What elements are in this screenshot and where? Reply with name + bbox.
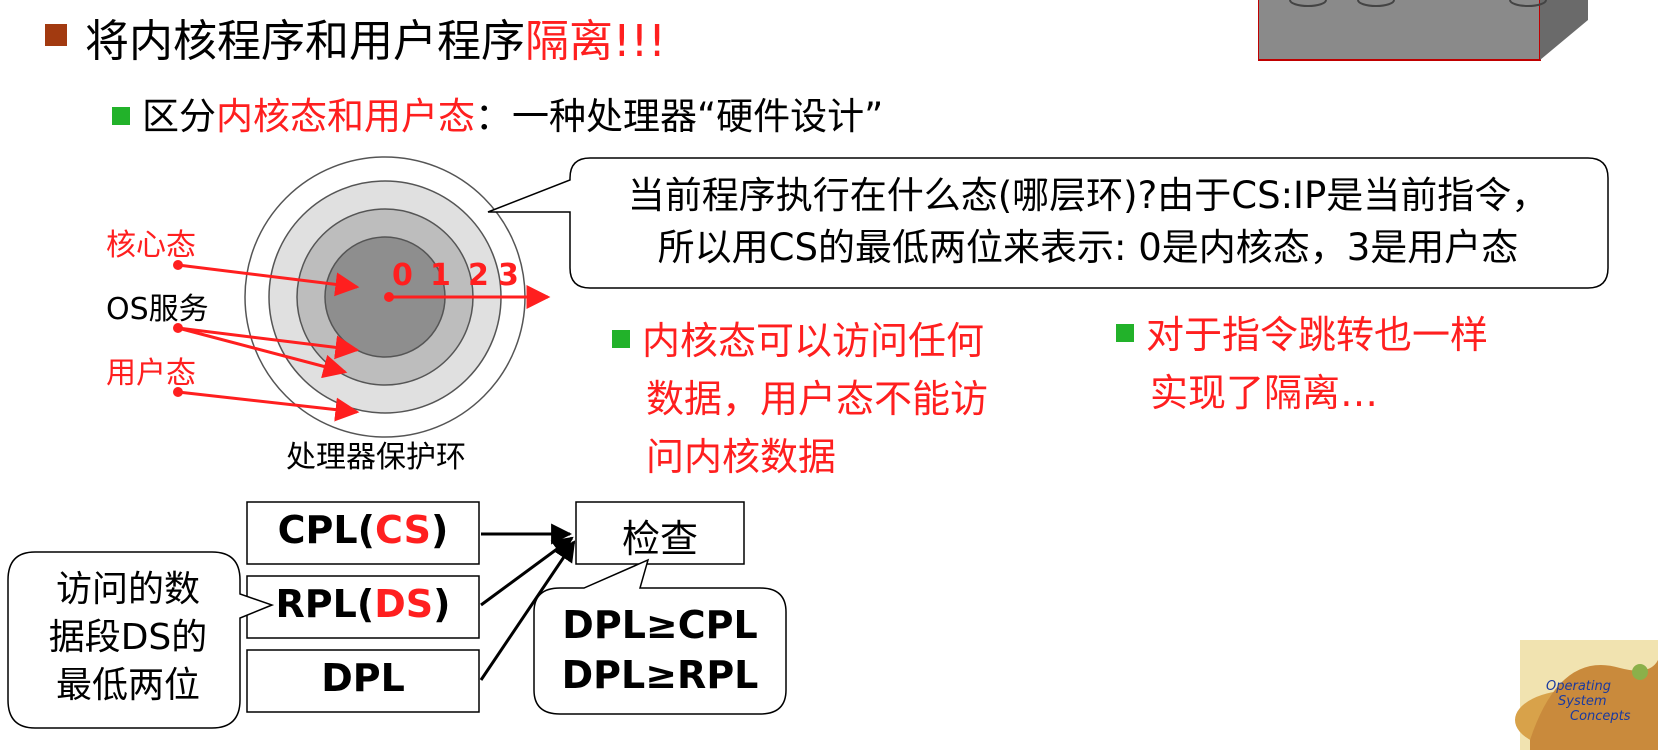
- cpl-label: CPL(CS): [247, 508, 479, 552]
- bullet-kernel-access-icon: [612, 330, 630, 348]
- callout-line-1: 当前程序执行在什么态(哪层环)?由于CS:IP是当前指令，: [568, 170, 1608, 222]
- label-user-mode: 用户态: [106, 348, 196, 392]
- bullet-jump-line-2: 实现了隔离…: [1116, 364, 1488, 422]
- bullet-jump-line-1: 对于指令跳转也一样: [1146, 313, 1488, 357]
- bullet-kernel-access-line-2: 数据，用户态不能访: [612, 370, 988, 428]
- check-label: 检查: [576, 508, 744, 563]
- logo-line-3: Concepts: [1570, 709, 1631, 724]
- dpl-label: DPL: [247, 656, 479, 700]
- label-kernel-mode: 核心态: [106, 220, 196, 264]
- bullet-jump: 对于指令跳转也一样 实现了隔离…: [1116, 306, 1488, 422]
- cpl-register: CS: [375, 508, 431, 552]
- bullet-kernel-access: 内核态可以访问任何 数据，用户态不能访 问内核数据: [612, 312, 988, 486]
- rpl-register: DS: [374, 582, 433, 626]
- ring-caption: 处理器保护环: [286, 432, 466, 476]
- label-os-service: OS服务: [106, 284, 209, 328]
- rpl-label-close: ): [433, 582, 450, 626]
- logo-line-2: System: [1558, 694, 1606, 709]
- left-callout-line-1: 访问的数: [18, 566, 238, 614]
- cpl-label-prefix: CPL(: [278, 508, 375, 552]
- ring-number-3: 3: [498, 258, 519, 293]
- rpl-label: RPL(DS): [247, 582, 479, 626]
- logo-line-1: Operating: [1546, 679, 1611, 694]
- ring-number-1: 1: [430, 258, 451, 293]
- rpl-label-prefix: RPL(: [276, 582, 375, 626]
- bullet-kernel-access-line-1: 内核态可以访问任何: [642, 319, 984, 363]
- condition-text: DPL≥CPL DPL≥RPL: [540, 600, 780, 700]
- left-callout-line-2: 据段DS的: [18, 614, 238, 662]
- os-concepts-logo: Operating System Concepts: [1515, 640, 1658, 750]
- left-callout-text: 访问的数 据段DS的 最低两位: [18, 566, 238, 710]
- callout-text: 当前程序执行在什么态(哪层环)?由于CS:IP是当前指令， 所以用CS的最低两位…: [568, 170, 1608, 274]
- ring-number-2: 2: [468, 258, 489, 293]
- bullet-kernel-access-line-3: 问内核数据: [612, 428, 988, 486]
- cpl-label-close: ): [431, 508, 448, 552]
- ring-number-0: 0: [392, 258, 413, 293]
- bullet-jump-icon: [1116, 324, 1134, 342]
- callout-line-2: 所以用CS的最低两位来表示: 0是内核态，3是用户态: [568, 222, 1608, 274]
- left-callout-line-3: 最低两位: [18, 662, 238, 710]
- condition-line-2: DPL≥RPL: [540, 650, 780, 700]
- condition-line-1: DPL≥CPL: [540, 600, 780, 650]
